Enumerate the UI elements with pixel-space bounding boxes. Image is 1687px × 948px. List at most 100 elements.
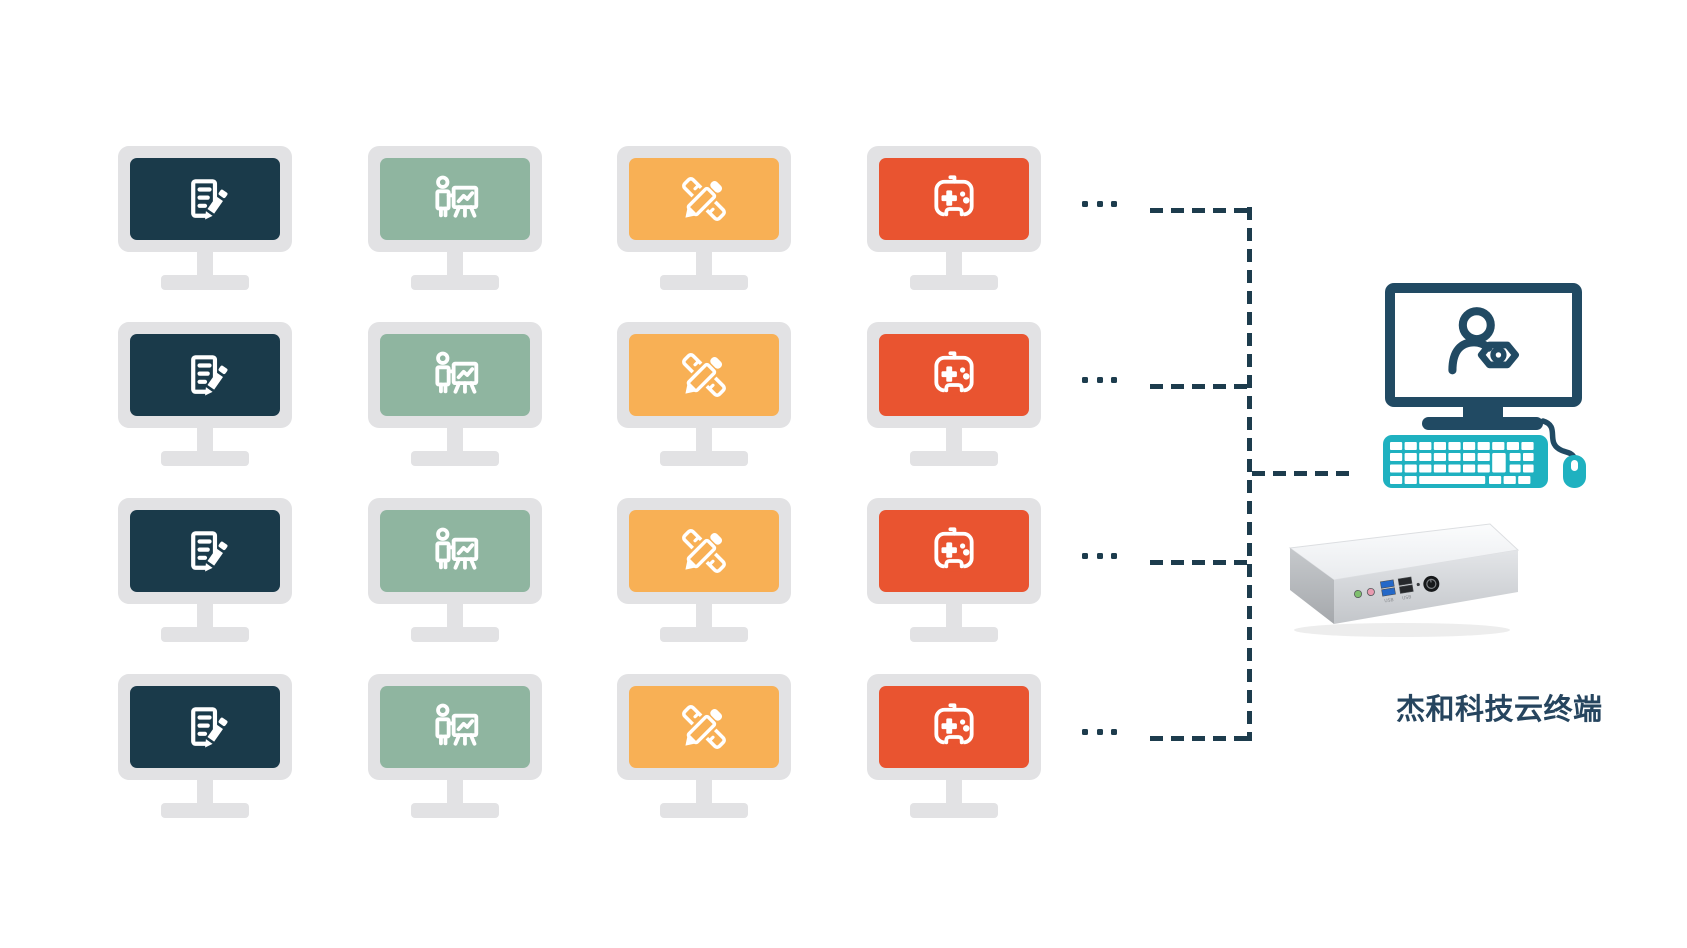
monitor-stand-base xyxy=(161,451,249,466)
pc-left-face xyxy=(1290,548,1334,624)
monitor-stand-base xyxy=(660,803,748,818)
monitor-stand-neck xyxy=(447,779,463,804)
usb-port-label: USB xyxy=(1384,597,1394,604)
monitor-screen xyxy=(879,158,1029,240)
monitor-stand-neck xyxy=(946,603,962,628)
connector-row-line xyxy=(1150,559,1247,565)
terminal-monitor-base xyxy=(1422,417,1543,430)
ellipsis-dots xyxy=(1082,377,1117,383)
monitor-screen xyxy=(629,158,779,240)
workstation-monitor-presentation xyxy=(368,498,542,643)
monitor-bezel xyxy=(617,674,791,780)
monitor-stand-base xyxy=(910,627,998,642)
monitor-stand-neck xyxy=(946,779,962,804)
monitor-stand-base xyxy=(161,627,249,642)
usb-port-label: USB xyxy=(1402,594,1412,601)
workstation-monitor-presentation xyxy=(368,322,542,467)
monitor-bezel xyxy=(368,498,542,604)
gamepad-icon xyxy=(934,527,974,572)
monitor-screen xyxy=(879,510,1029,592)
workstation-monitor-gaming xyxy=(867,498,1041,643)
usb2-port xyxy=(1399,584,1414,594)
monitor-stand-neck xyxy=(946,427,962,452)
gamepad-icon xyxy=(934,351,974,396)
monitor-stand-base xyxy=(660,627,748,642)
terminal-monitor xyxy=(1385,283,1582,407)
monitor-bezel xyxy=(867,146,1041,252)
document-edit-icon xyxy=(191,531,228,572)
connector-branch-line xyxy=(1252,471,1357,476)
presentation-chart-icon xyxy=(435,351,479,394)
usb3-port xyxy=(1381,587,1396,597)
document-edit-icon xyxy=(191,179,228,220)
ruler-pencil-icon xyxy=(677,527,728,578)
connector-row-line xyxy=(1150,383,1247,389)
document-edit-icon xyxy=(191,707,228,748)
monitor-bezel xyxy=(118,146,292,252)
monitor-stand-neck xyxy=(696,427,712,452)
workstation-monitor-design xyxy=(617,322,791,467)
monitor-bezel xyxy=(867,498,1041,604)
monitor-stand-neck xyxy=(447,251,463,276)
gamepad-icon xyxy=(934,175,974,220)
monitor-stand-base xyxy=(910,451,998,466)
user-settings-icon xyxy=(1447,307,1519,375)
keyboard-icon xyxy=(1383,435,1548,488)
mouse-scroll-slot xyxy=(1571,460,1578,471)
power-led xyxy=(1416,582,1420,587)
mic-jack xyxy=(1366,587,1375,596)
monitor-stand-base xyxy=(161,275,249,290)
monitor-stand-base xyxy=(910,275,998,290)
monitor-stand-neck xyxy=(197,427,213,452)
monitor-bezel xyxy=(118,322,292,428)
monitor-stand-neck xyxy=(696,779,712,804)
monitor-stand-base xyxy=(411,451,499,466)
monitor-stand-neck xyxy=(447,427,463,452)
ellipsis-dots xyxy=(1082,729,1117,735)
monitor-screen xyxy=(879,686,1029,768)
ellipsis-dots xyxy=(1082,201,1117,207)
connector-row-line xyxy=(1150,207,1247,213)
gamepad-icon xyxy=(934,703,974,748)
monitor-stand-neck xyxy=(696,603,712,628)
ruler-pencil-icon xyxy=(677,703,728,754)
monitor-stand-base xyxy=(660,451,748,466)
workstation-monitor-document-editing xyxy=(118,146,292,291)
power-button xyxy=(1423,575,1440,592)
monitor-stand-base xyxy=(411,803,499,818)
monitor-stand-base xyxy=(910,803,998,818)
monitor-stand-neck xyxy=(197,603,213,628)
workstation-monitor-gaming xyxy=(867,674,1041,819)
monitor-screen xyxy=(130,686,280,768)
monitor-stand-neck xyxy=(946,251,962,276)
monitor-screen xyxy=(380,158,530,240)
monitor-bezel xyxy=(368,674,542,780)
monitor-screen xyxy=(380,334,530,416)
monitor-bezel xyxy=(617,146,791,252)
monitor-bezel xyxy=(867,674,1041,780)
workstation-monitor-document-editing xyxy=(118,322,292,467)
ellipsis-dots xyxy=(1082,553,1117,559)
monitor-bezel xyxy=(368,322,542,428)
monitor-screen xyxy=(380,510,530,592)
ruler-pencil-icon xyxy=(677,351,728,402)
usb3-port xyxy=(1380,579,1395,589)
monitor-bezel xyxy=(118,674,292,780)
monitor-bezel xyxy=(118,498,292,604)
usb2-port xyxy=(1397,576,1413,586)
workstation-monitor-document-editing xyxy=(118,674,292,819)
monitor-stand-base xyxy=(411,275,499,290)
workstation-monitor-design xyxy=(617,674,791,819)
pc-front-ports: USB USB xyxy=(1354,575,1440,604)
monitor-screen xyxy=(130,334,280,416)
workstation-monitor-gaming xyxy=(867,322,1041,467)
connector-row-line xyxy=(1150,735,1247,741)
mini-pc: USB USB xyxy=(1288,523,1520,637)
monitor-bezel xyxy=(617,322,791,428)
monitor-screen xyxy=(380,686,530,768)
monitor-stand-neck xyxy=(696,251,712,276)
monitor-screen xyxy=(629,334,779,416)
monitor-stand-neck xyxy=(197,251,213,276)
connector-trunk-line xyxy=(1247,207,1252,741)
